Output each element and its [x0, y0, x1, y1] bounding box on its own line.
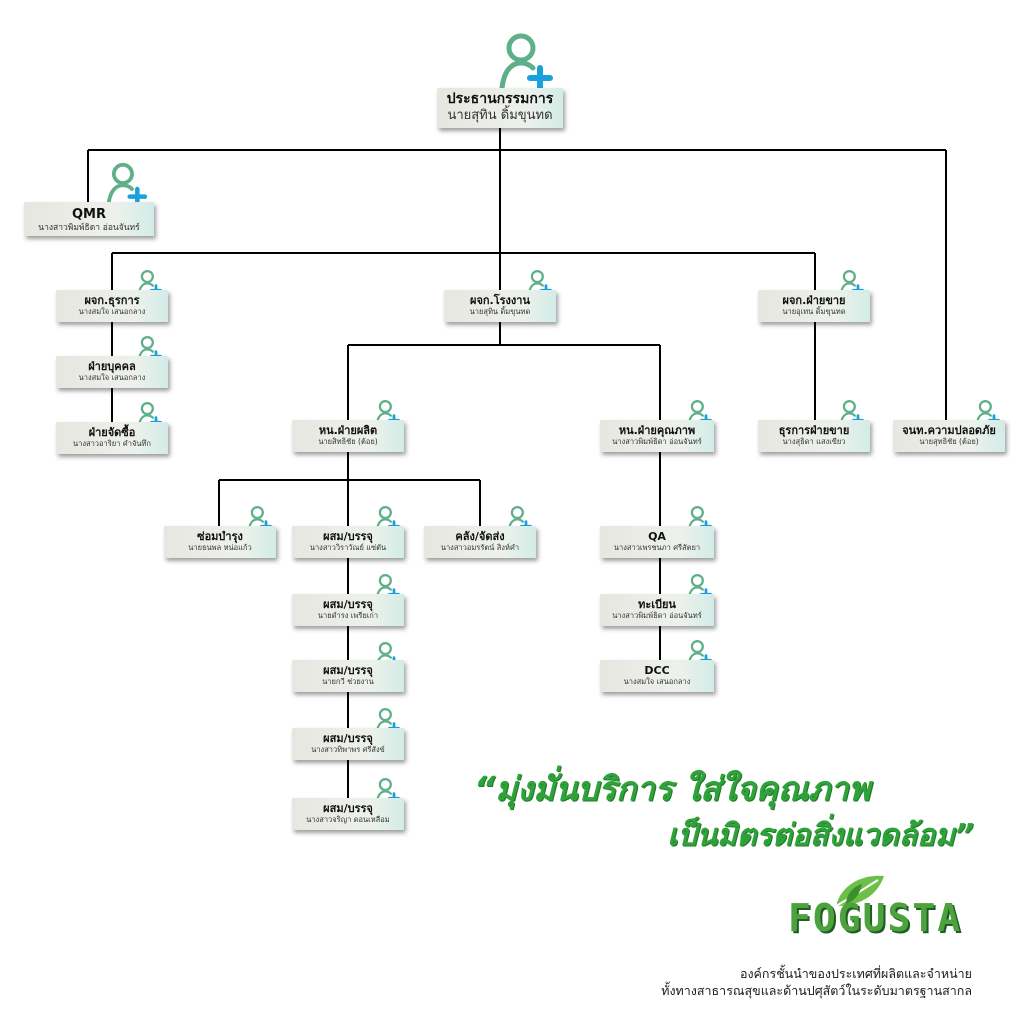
node-name: นางสาวเพรชนภา ศรีสัตยา	[613, 543, 701, 552]
node-title: ธุรการฝ่ายขาย	[778, 424, 850, 437]
org-node-mixing-2: ผสม/บรรจุ นายดำรง เพรียเก่า	[292, 594, 404, 626]
org-node-maintenance: ซ่อมบำรุง นายธนพล หน่อแก้ว	[164, 526, 276, 558]
node-name: นางสาวพิมพ์ธิดา อ่อนจันทร์	[38, 223, 140, 233]
node-title: หน.ฝ่ายคุณภาพ	[618, 424, 696, 437]
node-title: ผจก.ฝ่ายขาย	[782, 294, 846, 307]
node-title: QA	[648, 530, 666, 543]
node-name: นางสาวจริญา ดอนเหลือม	[306, 815, 390, 824]
node-name: นายดำรง เพรียเก่า	[317, 611, 379, 620]
node-name: นางสาวอมรรัตน์ สิงห์คำ	[440, 543, 520, 552]
node-title: จนท.ความปลอดภัย	[902, 424, 996, 437]
node-name: นางสาวพิมพ์ธิดา อ่อนจันทร์	[612, 437, 702, 446]
node-name: นายสุทิน ดิ้มขุนทด	[447, 108, 553, 123]
node-name: นายสิทธิชัย (ต้อย)	[318, 437, 378, 446]
org-node-qa: QA นางสาวเพรชนภา ศรีสัตยา	[600, 526, 714, 558]
org-node-admin-manager: ผจก.ธุรการ นางสมใจ เสนอกลาง	[56, 290, 168, 322]
org-node-production-head: หน.ฝ่ายผลิต นายสิทธิชัย (ต้อย)	[292, 420, 404, 452]
person-add-icon	[499, 33, 553, 90]
org-node-chairman: ประธานกรรมการ นายสุทิน ดิ้มขุนทด	[437, 88, 563, 128]
node-name: นางสาววิราวัณย์ แซ่ตัน	[309, 543, 387, 552]
org-node-purchasing: ฝ่ายจัดซื้อ นางสาวอาริยา คำจันทึก	[56, 422, 168, 454]
node-title: ผจก.โรงงาน	[470, 294, 530, 307]
org-node-mixing-1: ผสม/บรรจุ นางสาววิราวัณย์ แซ่ตัน	[292, 526, 404, 558]
org-node-dcc: DCC นางสมใจ เสนอกลาง	[600, 660, 714, 692]
node-title: ผจก.ธุรการ	[84, 294, 140, 307]
node-name: นายสุทธิชัย (ต้อย)	[919, 437, 979, 446]
brand-logo-text: FOGUSTA	[788, 896, 963, 940]
node-name: นางสุธิดา แสงเขียว	[782, 437, 846, 446]
node-title: ผสม/บรรจุ	[323, 732, 373, 745]
node-name: นางสาวพิมพ์ธิดา อ่อนจันทร์	[612, 611, 702, 620]
org-node-mixing-3: ผสม/บรรจุ นายกวี ช่วยงาน	[292, 660, 404, 692]
brand-tagline-2: ทั้งทางสาธารณสุขและด้านปศุสัตว์ในระดับมา…	[661, 983, 972, 998]
org-node-warehouse: คลัง/จัดส่ง นางสาวอมรรัตน์ สิงห์คำ	[424, 526, 536, 558]
org-node-hr: ฝ่ายบุคคล นางสมใจ เสนอกลาง	[56, 356, 168, 388]
node-title: ประธานกรรมการ	[446, 91, 554, 107]
org-node-mixing-5: ผสม/บรรจุ นางสาวจริญา ดอนเหลือม	[292, 798, 404, 830]
org-node-qmr: QMR นางสาวพิมพ์ธิดา อ่อนจันทร์	[24, 202, 154, 236]
node-title: DCC	[644, 664, 670, 677]
leaf-icon	[835, 875, 884, 907]
node-title: ซ่อมบำรุง	[197, 530, 243, 543]
slogan-line-1: “มุ่งมั่นบริการ ใส่ใจคุณภาพ	[474, 769, 871, 808]
node-title: หน.ฝ่ายผลิต	[318, 424, 378, 437]
node-name: นางสมใจ เสนอกลาง	[623, 677, 691, 686]
org-node-plant-manager: ผจก.โรงงาน นายสุทิน ดิ้มขุนทด	[444, 290, 556, 322]
slogan-line-2: เป็นมิตรต่อสิ่งแวดล้อม”	[667, 818, 974, 853]
node-name: นางสาวทิพาพร ศรีสังข์	[311, 745, 385, 754]
node-title: ผสม/บรรจุ	[323, 530, 373, 543]
node-title: ฝ่ายจัดซื้อ	[88, 426, 136, 439]
node-title: ฝ่ายบุคคล	[88, 360, 136, 373]
node-title: ผสม/บรรจุ	[323, 598, 373, 611]
brand-tagline-1: องค์กรชั้นนำของประเทศที่ผลิตและจำหน่าย	[739, 966, 972, 981]
node-title: ผสม/บรรจุ	[323, 802, 373, 815]
node-title: คลัง/จัดส่ง	[455, 530, 505, 543]
org-node-registration: ทะเบียน นางสาวพิมพ์ธิดา อ่อนจันทร์	[600, 594, 714, 626]
node-name: นางสมใจ เสนอกลาง	[78, 307, 146, 316]
node-title: ผสม/บรรจุ	[323, 664, 373, 677]
org-node-sales-admin: ธุรการฝ่ายขาย นางสุธิดา แสงเขียว	[758, 420, 870, 452]
node-name: นายธนพล หน่อแก้ว	[188, 543, 252, 552]
org-node-safety-officer: จนท.ความปลอดภัย นายสุทธิชัย (ต้อย)	[893, 420, 1005, 452]
node-name: นายอุเทน ดิ้มขุนทด	[782, 307, 846, 316]
node-name: นางสมใจ เสนอกลาง	[78, 373, 146, 382]
node-title: ทะเบียน	[638, 598, 676, 611]
org-node-mixing-4: ผสม/บรรจุ นางสาวทิพาพร ศรีสังข์	[292, 728, 404, 760]
node-name: นายสุทิน ดิ้มขุนทด	[469, 307, 531, 316]
node-title: QMR	[72, 207, 106, 222]
org-node-quality-head: หน.ฝ่ายคุณภาพ นางสาวพิมพ์ธิดา อ่อนจันทร์	[600, 420, 714, 452]
node-name: นายกวี ช่วยงาน	[322, 677, 374, 686]
org-node-sales-manager: ผจก.ฝ่ายขาย นายอุเทน ดิ้มขุนทด	[758, 290, 870, 322]
node-name: นางสาวอาริยา คำจันทึก	[73, 439, 151, 448]
person-add-icon	[106, 162, 148, 206]
